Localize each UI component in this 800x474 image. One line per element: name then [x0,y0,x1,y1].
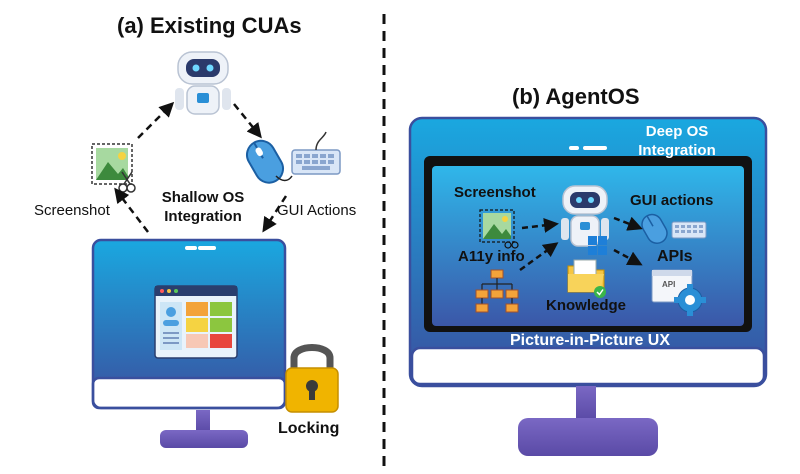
flow-arrows-right [519,216,643,272]
apis-label: APIs [657,248,693,265]
screenshot-icon-right [479,209,519,249]
gear-icon [674,284,706,316]
a11y-tree-icon [475,269,519,313]
flow-arrows-left [114,101,288,233]
shallow-integration-line1: Shallow OS [161,189,245,206]
screenshot-label-right: Screenshot [454,184,536,201]
app-window-icon [154,285,238,359]
knowledge-folder-icon [567,259,606,298]
lock-icon [285,344,339,413]
windows-logo-icon [588,236,607,255]
robot-icon-right [561,185,609,255]
a11y-label: A11y info [458,248,525,265]
deep-integration-line2: Integration [638,142,716,159]
mouse-icon-left [246,139,293,184]
left-panel-title: (a) Existing CUAs [117,13,302,38]
screenshot-label-left: Screenshot [34,202,110,219]
gui-actions-label-right: GUI actions [630,192,714,209]
locking-label: Locking [278,420,340,437]
pip-ux-label: Picture-in-Picture UX [509,332,671,349]
gui-actions-label-left: GUI Actions [277,202,357,219]
api-badge-text: API [662,280,675,289]
keyboard-icon-left [291,131,341,175]
shallow-integration-label: Shallow OS Integration [148,188,258,226]
mouse-icon-right [641,213,668,244]
shallow-integration-line2: Integration [164,208,242,225]
screenshot-icon-left [91,143,136,193]
keyboard-icon-right [671,221,707,239]
right-panel-title: (b) AgentOS [512,84,640,109]
robot-icon-left [175,51,231,115]
knowledge-label: Knowledge [546,297,627,314]
deep-integration-label: Deep OS Integration [622,122,732,160]
deep-integration-line1: Deep OS [645,123,709,140]
